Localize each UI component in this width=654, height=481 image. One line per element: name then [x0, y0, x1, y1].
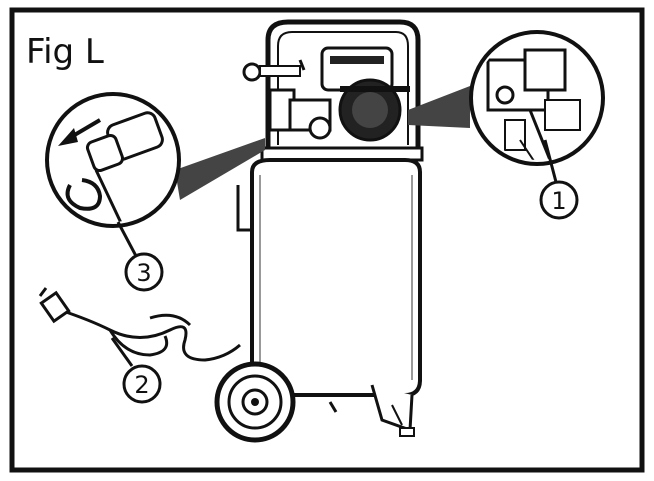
drain-valve-detail-icon — [45, 92, 265, 257]
callout-1-label: 1 — [551, 187, 566, 215]
callout-2-label: 2 — [134, 371, 149, 399]
figure-title: Fig L — [26, 32, 104, 72]
air-compressor-icon — [214, 19, 424, 443]
power-cord-icon — [38, 287, 241, 362]
direction-arrow-icon — [58, 118, 102, 146]
figure-border — [9, 7, 645, 473]
callout-3-label: 3 — [136, 259, 151, 287]
callout-3: 3 — [124, 252, 164, 292]
callout-1: 1 — [539, 180, 579, 220]
callout-2: 2 — [110, 337, 162, 404]
pressure-switch-detail-icon — [408, 30, 605, 183]
